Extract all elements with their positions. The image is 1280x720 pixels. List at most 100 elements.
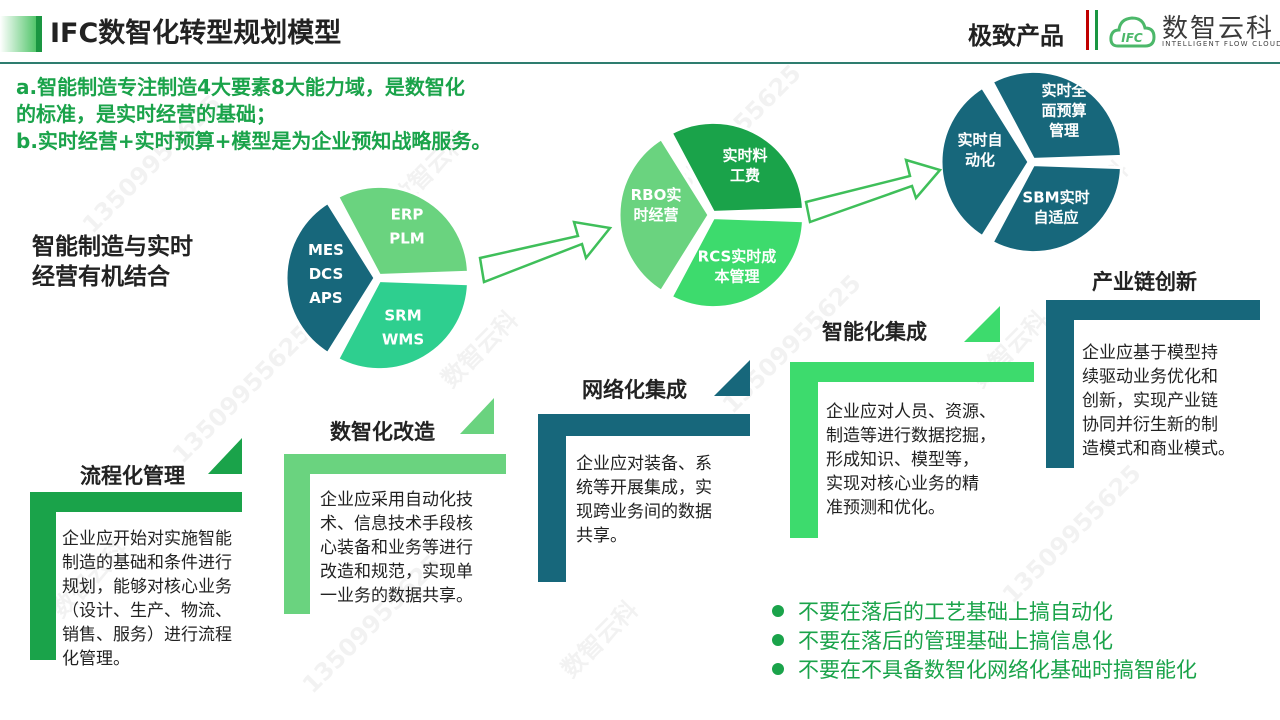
stage-title: 网络化集成 bbox=[582, 378, 687, 402]
wheel-segment-label: PLM bbox=[389, 230, 424, 248]
wheel-segment-label: SBM实时 bbox=[1022, 189, 1089, 207]
stage-description-line: 共享。 bbox=[576, 526, 627, 546]
wheel-segment-label: 动化 bbox=[965, 151, 995, 169]
warning-list: 不要在落后的工艺基础上搞自动化 不要在落后的管理基础上搞信息化 不要在不具备数智… bbox=[772, 596, 1197, 683]
wheel-segment-label: 自适应 bbox=[1033, 209, 1078, 227]
bullet-dot-icon bbox=[772, 662, 784, 675]
wheel-segment-label: 实时料 bbox=[722, 147, 767, 165]
stage-description-line: 实现对核心业务的精 bbox=[826, 474, 979, 494]
wheel-segment-label: ERP bbox=[391, 206, 424, 224]
stage-title: 产业链创新 bbox=[1092, 270, 1197, 294]
title-accent-bar bbox=[36, 16, 42, 52]
stage-description-line: 企业应基于模型持 bbox=[1082, 343, 1218, 363]
wheel-segment-label: RCS实时成 bbox=[698, 247, 777, 265]
warning-item: 不要在不具备数智化网络化基础时搞智能化 bbox=[772, 654, 1197, 683]
stage-frame-top bbox=[1046, 300, 1260, 320]
stage-description-line: 准预测和优化。 bbox=[826, 498, 945, 518]
stage-description-line: 协同并衍生新的制 bbox=[1082, 415, 1218, 435]
stage-description-line: （设计、生产、物流、 bbox=[62, 601, 232, 621]
wheel-segment bbox=[617, 136, 711, 294]
logo-text: IFC bbox=[1121, 31, 1143, 45]
stage-frame-left bbox=[1046, 300, 1074, 468]
arrow-right-icon bbox=[804, 158, 943, 224]
brand-name: 数智云科 bbox=[1162, 14, 1275, 44]
stage-corner-triangle-icon bbox=[208, 438, 242, 474]
stage-description-line: 一业务的数据共享。 bbox=[320, 586, 473, 606]
stage-description: 企业应开始对实施智能制造的基础和条件进行规划，能够对核心业务（设计、生产、物流、… bbox=[62, 527, 232, 671]
warning-text: 不要在落后的管理基础上搞信息化 bbox=[798, 628, 1113, 653]
wheel-segment bbox=[939, 85, 1031, 239]
stage-description-line: 心装备和业务等进行 bbox=[320, 538, 473, 558]
warning-text: 不要在不具备数智化网络化基础时搞智能化 bbox=[798, 657, 1197, 682]
stage-description-line: 术、信息技术手段核 bbox=[320, 514, 473, 534]
wheel-segment bbox=[335, 279, 470, 372]
stage-description-line: 统等开展集成，实 bbox=[576, 478, 712, 498]
intro-line: b.实时经营+实时预算+模型是为企业预知战略服务。 bbox=[16, 129, 492, 153]
stage-title: 流程化管理 bbox=[80, 464, 185, 488]
stage-description-line: 创新，实现产业链 bbox=[1082, 391, 1218, 411]
stage-description: 企业应基于模型持续驱动业务优化和创新，实现产业链协同并衍生新的制造模式和商业模式… bbox=[1082, 341, 1235, 461]
wheel-segment bbox=[284, 200, 377, 356]
stage-description-line: 企业应对装备、系 bbox=[576, 454, 712, 474]
stage-description: 企业应对装备、系统等开展集成，实现跨业务间的数据共享。 bbox=[576, 452, 712, 548]
wheel-smart-manufacturing: MES DCS APS ERP PLM SRM WMS bbox=[284, 184, 470, 372]
wheel-segment-label: 本管理 bbox=[714, 267, 759, 285]
wheel-segment bbox=[990, 69, 1124, 161]
stage-description: 企业应采用自动化技术、信息技术手段核心装备和业务等进行改造和规范，实现单一业务的… bbox=[320, 488, 473, 608]
wheel-segment bbox=[669, 120, 805, 214]
combo-heading: 智能制造与实时 经营有机结合 bbox=[32, 232, 193, 292]
wheel-segment-label: DCS bbox=[309, 265, 344, 283]
stage-corner-triangle-icon bbox=[460, 398, 494, 434]
wheel-segment-label: 面预算 bbox=[1041, 101, 1086, 119]
wheel-segment-label: MES bbox=[308, 241, 344, 259]
stage-frame-top bbox=[30, 492, 242, 512]
bullet-dot-icon bbox=[772, 604, 784, 617]
wheel-segment-label: APS bbox=[309, 289, 342, 307]
stage-frame-top bbox=[538, 414, 750, 436]
stage-frame-left bbox=[30, 492, 56, 660]
stage-description-line: 现跨业务间的数据 bbox=[576, 502, 712, 522]
stage-title: 智能化集成 bbox=[822, 320, 927, 344]
combo-heading-line: 经营有机结合 bbox=[32, 264, 170, 290]
stage-description: 企业应对人员、资源、制造等进行数据挖掘，形成知识、模型等，实现对核心业务的精准预… bbox=[826, 400, 996, 520]
stage-description-line: 造模式和商业模式。 bbox=[1082, 439, 1235, 459]
stage-corner-triangle-icon bbox=[714, 360, 750, 396]
stage-description-line: 制造等进行数据挖掘， bbox=[826, 426, 996, 446]
stage-frame-top bbox=[790, 362, 1034, 382]
wheel-segment bbox=[335, 184, 470, 277]
brand-slogan: 极致产品 bbox=[968, 22, 1064, 50]
intro-text: a.智能制造专注制造4大要素8大能力域，是数智化 的标准，是实时经营的基础； b… bbox=[16, 74, 596, 155]
title-gradient-bar bbox=[0, 16, 40, 52]
stage-frame-left bbox=[538, 414, 566, 582]
stage-frame-left bbox=[284, 454, 310, 614]
stage-description-line: 企业应采用自动化技 bbox=[320, 490, 473, 510]
stage-description-line: 化管理。 bbox=[62, 649, 130, 669]
bullet-dot-icon bbox=[772, 633, 784, 646]
wheel-segment-label: 工费 bbox=[730, 167, 760, 185]
brand-separator-green bbox=[1095, 10, 1098, 50]
stage-frame-left bbox=[790, 362, 818, 538]
warning-item: 不要在落后的管理基础上搞信息化 bbox=[772, 625, 1197, 654]
wheel-segment-label: 实时自 bbox=[957, 131, 1002, 149]
stage-description-line: 企业应对人员、资源、 bbox=[826, 402, 996, 422]
wheel-segment-label: SRM bbox=[384, 306, 421, 324]
wheel-segment-label: WMS bbox=[382, 330, 424, 348]
wheel-segment-label: RBO实 bbox=[631, 186, 682, 204]
wheel-segment bbox=[990, 163, 1124, 255]
intro-line: a.智能制造专注制造4大要素8大能力域，是数智化 bbox=[16, 75, 465, 99]
stage-description-line: 规划，能够对核心业务 bbox=[62, 577, 232, 597]
brand-subtitle: INTELLIGENT FLOW CLOUD bbox=[1162, 40, 1280, 48]
arrow-right-icon bbox=[478, 220, 613, 284]
stage-description-line: 销售、服务）进行流程 bbox=[62, 625, 232, 645]
page-title: IFC数智化转型规划模型 bbox=[50, 18, 342, 49]
stage-frame-top bbox=[284, 454, 506, 474]
wheel-segment bbox=[669, 216, 805, 310]
wheel-segment-label: 管理 bbox=[1049, 121, 1079, 139]
stage-description-line: 续驱动业务优化和 bbox=[1082, 367, 1218, 387]
intro-line: 的标准，是实时经营的基础； bbox=[16, 102, 276, 126]
header-divider bbox=[0, 62, 1280, 64]
stage-description-line: 制造的基础和条件进行 bbox=[62, 553, 232, 573]
wheel-segment-label: 时经营 bbox=[633, 206, 678, 224]
